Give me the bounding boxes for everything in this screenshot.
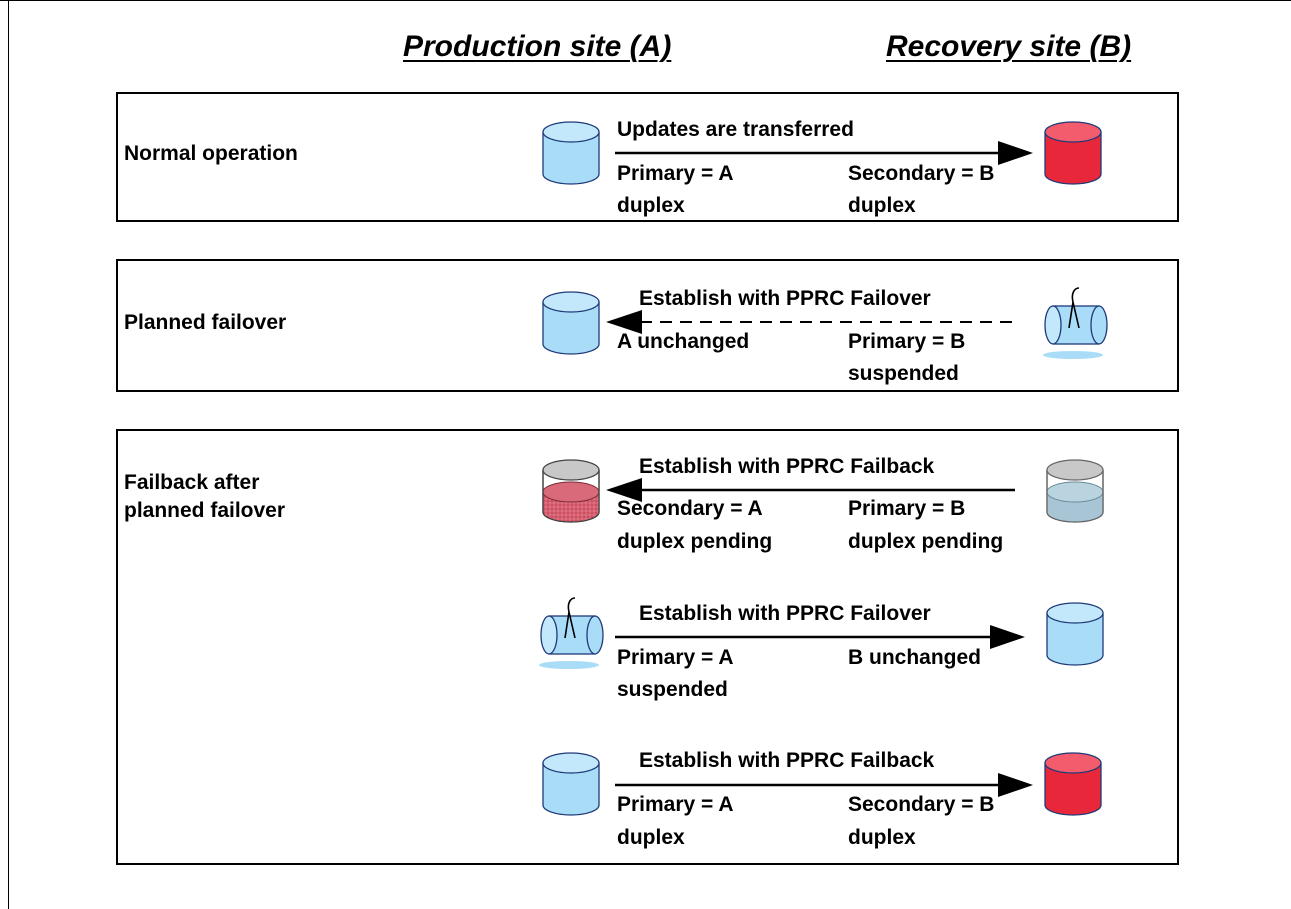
disk-b-unchanged-icon xyxy=(1046,602,1104,666)
disk-secondary-b-icon xyxy=(1044,752,1102,816)
right-status-line2: duplex xyxy=(848,194,916,217)
row-caption: Establish with PPRC Failback xyxy=(639,749,935,772)
production-site-header: Production site (A) xyxy=(403,30,672,63)
arrow-a-to-b xyxy=(615,141,1033,165)
disk-secondary-b-icon xyxy=(1044,121,1102,185)
disk-duplex-pending-a-icon xyxy=(542,459,600,523)
panel-label-planned-failover: Planned failover xyxy=(124,311,287,334)
right-status-line1: B unchanged xyxy=(848,646,982,669)
right-status-line2: duplex pending xyxy=(848,530,1004,553)
row-caption: Updates are transferred xyxy=(617,118,854,141)
disk-suspended-a-icon xyxy=(539,597,604,669)
row-caption: Establish with PPRC Failover xyxy=(639,287,931,310)
arrow-a-to-b xyxy=(615,625,1025,649)
disk-duplex-pending-b-icon xyxy=(1046,459,1104,523)
left-status-line1: Primary = A xyxy=(617,162,734,185)
left-status-line1: Primary = A xyxy=(617,646,734,669)
disk-primary-a-icon xyxy=(542,121,600,185)
right-status-line1: Primary = B xyxy=(848,497,966,520)
panel-planned-failover xyxy=(116,259,1179,392)
row-caption: Establish with PPRC Failover xyxy=(639,602,931,625)
disk-primary-a-icon xyxy=(542,752,600,816)
right-status-line1: Secondary = B xyxy=(848,793,995,816)
arrow-b-to-a xyxy=(606,478,1015,502)
recovery-site-header: Recovery site (B) xyxy=(886,30,1132,63)
left-status-line2: duplex xyxy=(617,194,685,217)
right-status-line2: duplex xyxy=(848,826,916,849)
left-status-line1: Secondary = A xyxy=(617,497,763,520)
left-status-line1: Primary = A xyxy=(617,793,734,816)
page-frame-top xyxy=(0,0,1291,1)
right-status-line1: Secondary = B xyxy=(848,162,995,185)
page-frame-left xyxy=(0,0,9,909)
row-caption: Establish with PPRC Failback xyxy=(639,455,935,478)
right-status-line1: Primary = B xyxy=(848,330,966,353)
right-status-line2: suspended xyxy=(848,362,959,385)
panel-label-failback: Failback after planned failover xyxy=(124,471,286,522)
left-status-line2: duplex pending xyxy=(617,530,773,553)
disk-suspended-b-icon xyxy=(1043,287,1108,359)
left-status-line1: A unchanged xyxy=(617,330,750,353)
disk-a-unchanged-icon xyxy=(542,291,600,355)
left-status-line2: duplex xyxy=(617,826,685,849)
left-status-line2: suspended xyxy=(617,678,728,701)
panel-label-normal-operation: Normal operation xyxy=(124,142,298,165)
arrow-a-to-b xyxy=(615,773,1033,797)
arrow-b-to-a-dashed xyxy=(606,310,1018,334)
